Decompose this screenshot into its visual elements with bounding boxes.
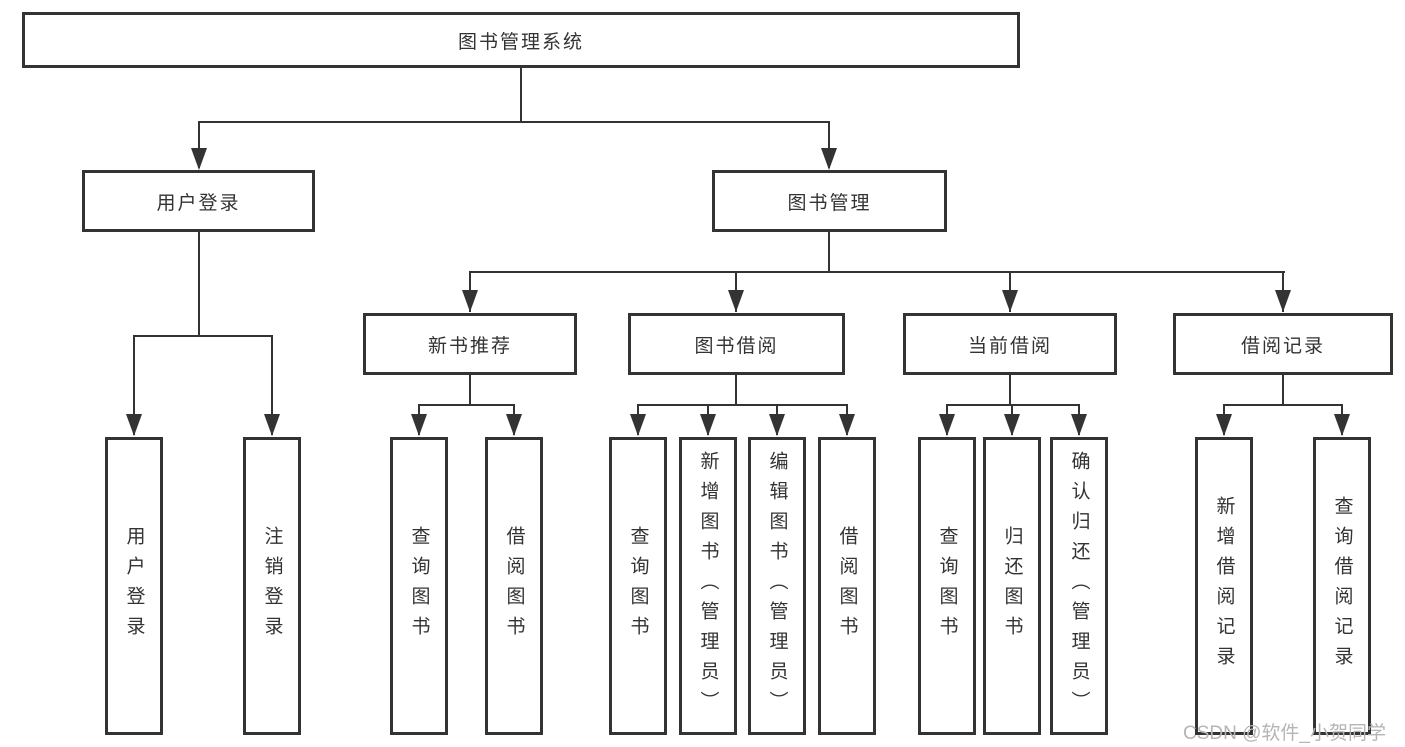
- arrow-down-icon: [1275, 290, 1291, 312]
- connector-line: [828, 232, 830, 272]
- connector-line: [418, 404, 515, 406]
- node-label: 归还图书: [1001, 526, 1023, 646]
- arrow-down-icon: [939, 414, 955, 436]
- connector-line: [198, 232, 200, 337]
- node-leaf-cb-confirm-return-admin: 确认归还（管理员）: [1050, 437, 1108, 735]
- connector-line: [271, 336, 273, 435]
- node-leaf-cb-query-book: 查询图书: [918, 437, 976, 735]
- node-label: 用户登录: [123, 526, 145, 646]
- connector-line: [828, 122, 830, 168]
- connector-line: [520, 68, 522, 122]
- arrow-down-icon: [728, 290, 744, 312]
- node-leaf-bb-add-book-admin: 新增图书（管理员）: [679, 437, 737, 735]
- arrow-down-icon: [506, 414, 522, 436]
- node-label: 图书管理: [787, 192, 872, 214]
- node-label: 注销登录: [261, 526, 283, 646]
- arrow-down-icon: [1004, 414, 1020, 436]
- node-label: 查询图书: [627, 526, 649, 646]
- connector-line: [198, 122, 200, 168]
- arrow-down-icon: [821, 148, 837, 170]
- arrow-down-icon: [700, 414, 716, 436]
- arrow-down-icon: [126, 414, 142, 436]
- node-label: 当前借阅: [967, 335, 1052, 357]
- node-label: 新增借阅记录: [1213, 496, 1235, 676]
- connector-line: [637, 404, 848, 406]
- node-leaf-bb-edit-book-admin: 编辑图书（管理员）: [748, 437, 806, 735]
- node-label: 借阅记录: [1240, 335, 1325, 357]
- node-user-login: 用户登录: [82, 170, 315, 232]
- node-leaf-nb-query-book: 查询图书: [390, 437, 448, 735]
- connector-line: [198, 121, 830, 123]
- node-label: 编辑图书（管理员）: [766, 451, 788, 721]
- node-label: 图书借阅: [694, 335, 779, 357]
- node-label: 确认归还（管理员）: [1068, 451, 1090, 721]
- node-leaf-bb-borrow-book: 借阅图书: [818, 437, 876, 735]
- watermark: CSDN @软件_小贺同学: [1183, 723, 1386, 744]
- node-leaf-br-add-record: 新增借阅记录: [1195, 437, 1253, 735]
- arrow-down-icon: [462, 290, 478, 312]
- node-label: 借阅图书: [503, 526, 525, 646]
- arrow-down-icon: [630, 414, 646, 436]
- node-label: 图书管理系统: [457, 31, 584, 53]
- connector-line: [469, 271, 1285, 273]
- connector-line: [1282, 375, 1284, 406]
- node-leaf-bb-query-book: 查询图书: [609, 437, 667, 735]
- connector-line: [133, 335, 273, 337]
- connector-line: [946, 404, 1080, 406]
- node-new-book-recommend: 新书推荐: [363, 313, 577, 375]
- node-label: 用户登录: [156, 192, 241, 214]
- node-label: 新增图书（管理员）: [697, 451, 719, 721]
- arrow-down-icon: [1002, 290, 1018, 312]
- node-leaf-user-login: 用户登录: [105, 437, 163, 735]
- connector-line: [133, 336, 135, 435]
- arrow-down-icon: [839, 414, 855, 436]
- node-label: 查询借阅记录: [1331, 496, 1353, 676]
- node-leaf-br-query-record: 查询借阅记录: [1313, 437, 1371, 735]
- node-leaf-cb-return-book: 归还图书: [983, 437, 1041, 735]
- node-label: 借阅图书: [836, 526, 858, 646]
- arrow-down-icon: [769, 414, 785, 436]
- arrow-down-icon: [1334, 414, 1350, 436]
- node-library-system: 图书管理系统: [22, 12, 1020, 68]
- node-leaf-logout: 注销登录: [243, 437, 301, 735]
- connector-line: [1223, 404, 1343, 406]
- node-label: 查询图书: [936, 526, 958, 646]
- arrow-down-icon: [411, 414, 427, 436]
- node-current-borrowing: 当前借阅: [903, 313, 1117, 375]
- connector-line: [1009, 375, 1011, 406]
- node-label: 新书推荐: [427, 335, 512, 357]
- arrow-down-icon: [1071, 414, 1087, 436]
- arrow-down-icon: [191, 148, 207, 170]
- node-leaf-nb-borrow-book: 借阅图书: [485, 437, 543, 735]
- arrow-down-icon: [264, 414, 280, 436]
- connector-line: [735, 375, 737, 406]
- connector-line: [469, 375, 471, 406]
- arrow-down-icon: [1216, 414, 1232, 436]
- node-book-management: 图书管理: [712, 170, 947, 232]
- node-label: 查询图书: [408, 526, 430, 646]
- node-borrowing-records: 借阅记录: [1173, 313, 1393, 375]
- node-book-borrowing: 图书借阅: [628, 313, 845, 375]
